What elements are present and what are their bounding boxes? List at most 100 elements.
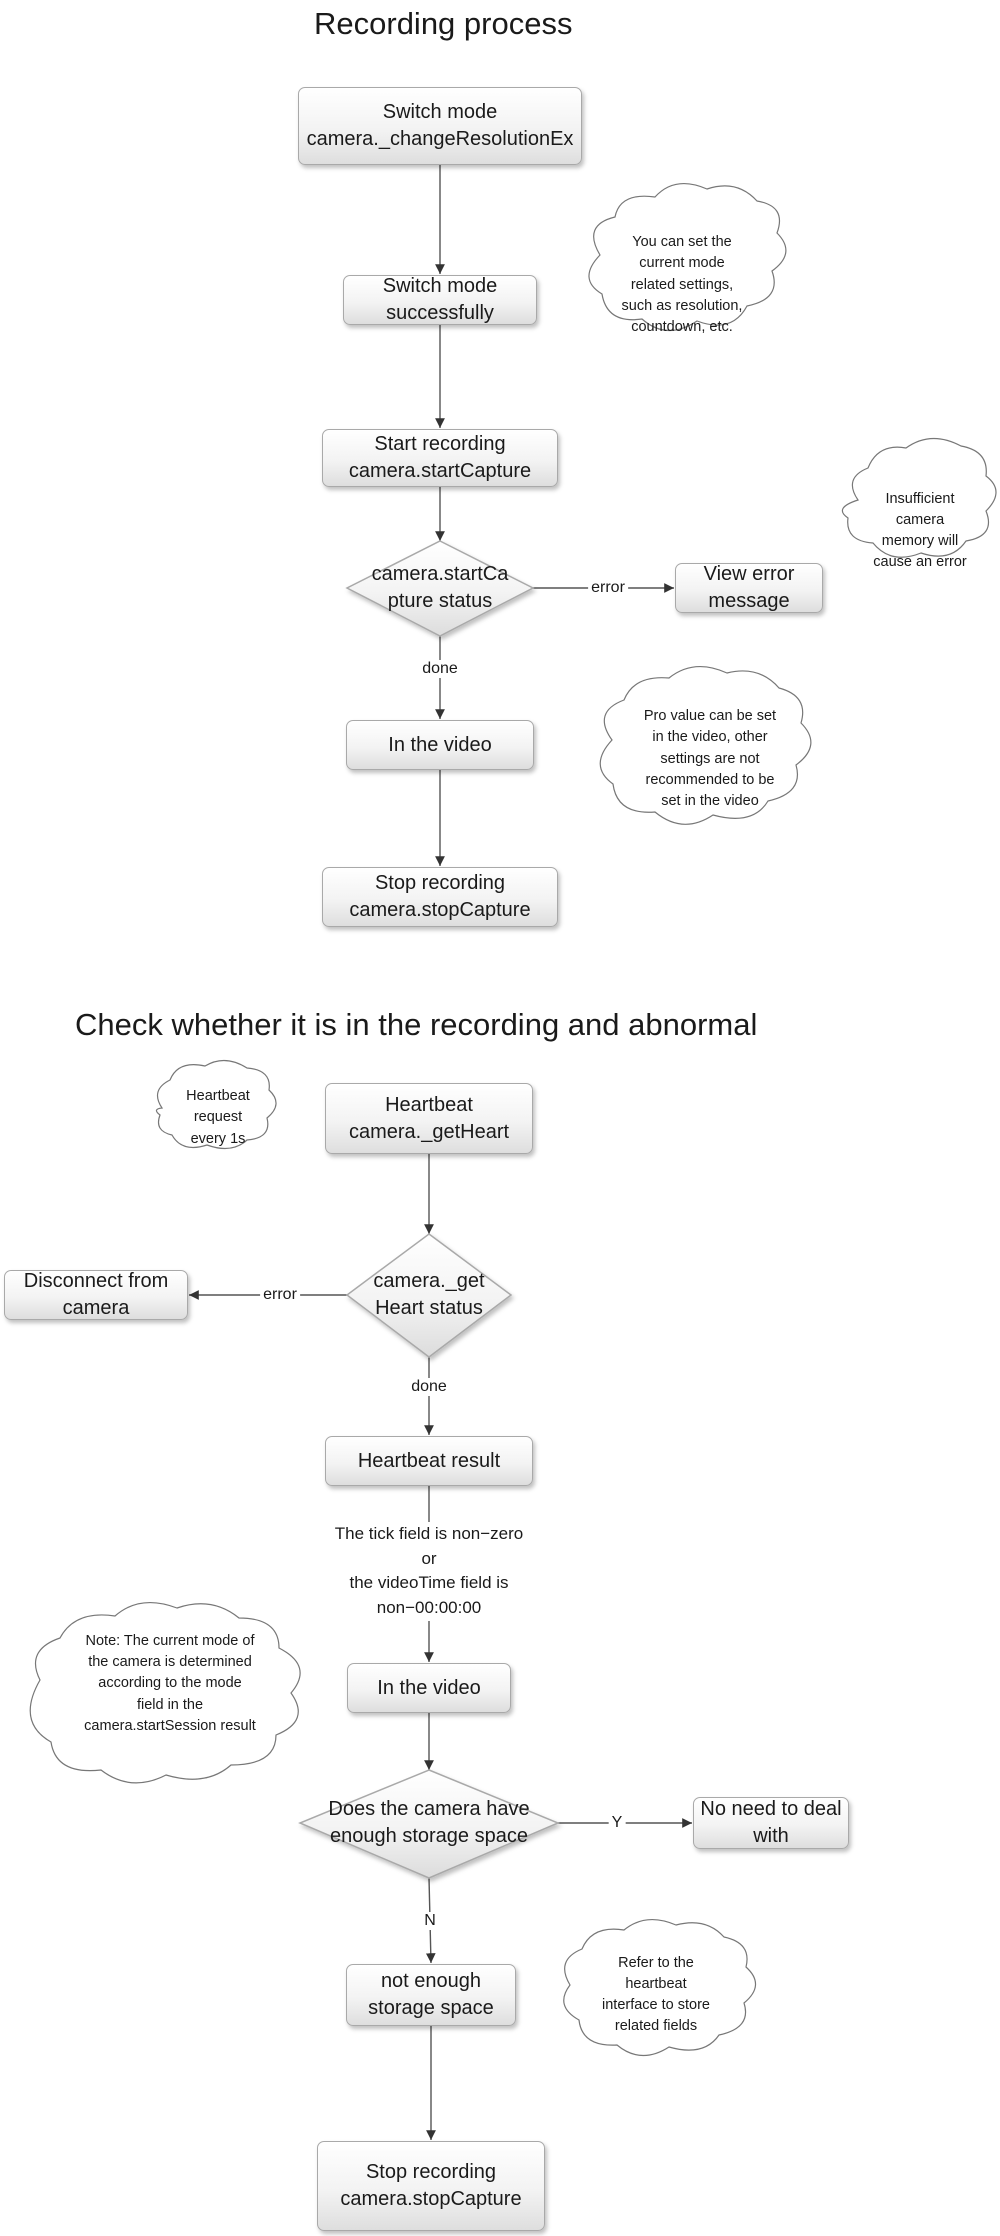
- cloud-line: recommended to be: [645, 771, 775, 788]
- cloud-line: set in the video: [661, 792, 759, 809]
- node-line: not enough: [380, 1970, 482, 1992]
- cloud-line: field in the: [136, 1696, 204, 1713]
- node-line: successfully: [386, 302, 494, 324]
- node-in-video: In the video: [347, 1663, 511, 1713]
- section-title-check: Check whether it is in the recording and…: [75, 1007, 758, 1042]
- cloud-line: heartbeat: [625, 1975, 687, 1992]
- cloud-line: interface to store: [602, 1997, 710, 2013]
- condition-line: non−00:00:00: [376, 1597, 482, 1617]
- node-line: View error: [703, 563, 795, 585]
- cloud-shape: [155, 1059, 277, 1150]
- node-heartbeat: Heartbeat camera._getHeart: [325, 1083, 533, 1154]
- cloud-note-current-mode: Note: The current mode of the camera is …: [35, 1628, 305, 1740]
- cloud-line: such as resolution,: [621, 297, 743, 314]
- cloud-line: related fields: [614, 2018, 698, 2035]
- edge-label-error: error: [260, 1286, 300, 1304]
- cloud-note-pro-value: Pro value can be set in the video, other…: [600, 707, 820, 811]
- node-stop-recording-2: Stop recording camera.stopCapture: [317, 2141, 545, 2231]
- condition-line: The tick field is non−zero: [334, 1524, 524, 1543]
- node-line: No need to deal: [700, 1798, 842, 1820]
- node-switch-mode: Switch mode camera._changeResolutionEx: [298, 87, 582, 165]
- node-line: message: [708, 590, 790, 612]
- cloud-line: settings are not: [660, 750, 760, 767]
- cloud-line: Pro value can be set: [643, 708, 777, 725]
- decision-storage-label: Does the camera have enough storage space: [310, 1790, 548, 1856]
- node-line: camera._changeResolutionEx: [306, 128, 574, 150]
- node-line: Stop recording: [365, 2161, 497, 2183]
- node-line: Switch mode: [382, 275, 498, 297]
- node-line: Heartbeat: [385, 1093, 473, 1116]
- cloud-note-settings: You can set the current mode related set…: [592, 234, 772, 335]
- cloud-line: according to the mode: [98, 1675, 242, 1692]
- condition-text: The tick field is non−zero or the videoT…: [318, 1522, 540, 1621]
- node-line: Switch mode: [382, 101, 498, 123]
- cloud-shape: [29, 1602, 301, 1784]
- cloud-line: memory will: [881, 533, 959, 549]
- edge-label-done: done: [408, 1378, 450, 1396]
- cloud-note-heartbeat: Heartbeat request every 1s: [155, 1085, 281, 1151]
- node-line: camera.startCapture: [348, 460, 532, 482]
- cloud-line: related settings,: [630, 276, 734, 293]
- node-line: In the video: [377, 1676, 481, 1699]
- node-line: In the video: [388, 733, 492, 756]
- node-line: camera: [62, 1297, 130, 1319]
- node-line: pture status: [387, 590, 493, 612]
- node-line: Heartbeat result: [357, 1449, 501, 1472]
- cloud-line: in the video, other: [652, 729, 768, 746]
- cloud-note-refer: Refer to the heartbeat interface to stor…: [558, 1950, 754, 2040]
- decision-diamond-start-capture: [345, 540, 535, 637]
- decision-diamond-heart-status: [345, 1233, 513, 1358]
- node-line: camera.stopCapture: [349, 899, 531, 921]
- node-no-need: No need to deal with: [693, 1797, 849, 1849]
- node-line: camera.startCa: [371, 563, 509, 585]
- section-title-recording: Recording process: [314, 6, 573, 41]
- cloud-line: You can set the: [632, 234, 732, 251]
- cloud-shape: [563, 1919, 757, 2057]
- cloud-shape: [599, 665, 812, 825]
- node-start-recording: Start recording camera.startCapture: [322, 429, 558, 487]
- node-view-error: View error message: [675, 563, 823, 613]
- node-not-enough-storage: not enough storage space: [346, 1964, 516, 2026]
- cloud-line: camera.startSession result: [84, 1717, 256, 1734]
- cloud-shape: [841, 437, 997, 558]
- node-stop-recording: Stop recording camera.stopCapture: [322, 867, 558, 927]
- edge-label-done: done: [419, 660, 461, 678]
- cloud-line: Insufficient: [885, 490, 955, 507]
- cloud-line: cause an error: [873, 554, 967, 571]
- decision-start-capture-label: camera.startCa pture status: [347, 555, 533, 621]
- node-line: with: [753, 1825, 789, 1847]
- cloud-line: current mode: [639, 255, 725, 272]
- cloud-line: Refer to the: [618, 1954, 694, 1971]
- cloud-shape: [588, 182, 787, 332]
- node-line: camera.stopCapture: [340, 2188, 522, 2210]
- node-switch-success: Switch mode successfully: [343, 275, 537, 325]
- cloud-line: request: [193, 1109, 243, 1126]
- node-line: Stop recording: [374, 872, 506, 894]
- edge-label-error: error: [588, 579, 628, 597]
- node-heartbeat-result: Heartbeat result: [325, 1436, 533, 1486]
- condition-line: the videoTime field is: [349, 1573, 509, 1593]
- node-line: enough storage space: [330, 1825, 528, 1847]
- node-line: camera._get: [373, 1270, 485, 1292]
- node-line: Heart status: [375, 1297, 483, 1319]
- cloud-line: countdown, etc.: [631, 318, 733, 335]
- node-line: Does the camera have: [328, 1798, 530, 1820]
- node-line: camera._getHeart: [348, 1120, 510, 1143]
- node-in-video: In the video: [346, 720, 534, 770]
- condition-line: or: [421, 1548, 437, 1568]
- cloud-line: every 1s: [190, 1130, 246, 1147]
- cloud-note-memory: Insufficient camera memory will cause an…: [846, 490, 994, 572]
- cloud-line: Heartbeat: [186, 1088, 250, 1105]
- node-line: Disconnect from: [23, 1270, 169, 1292]
- node-disconnect: Disconnect from camera: [4, 1270, 188, 1320]
- edge-label-yes: Y: [608, 1814, 626, 1832]
- node-line: Start recording: [374, 433, 506, 455]
- edge-label-no: N: [421, 1912, 439, 1930]
- node-line: storage space: [368, 1997, 494, 2019]
- cloud-line: the camera is determined: [88, 1654, 252, 1671]
- cloud-line: camera: [895, 511, 945, 528]
- decision-diamond-storage: [298, 1769, 560, 1879]
- cloud-line: Note: The current mode of: [85, 1633, 255, 1650]
